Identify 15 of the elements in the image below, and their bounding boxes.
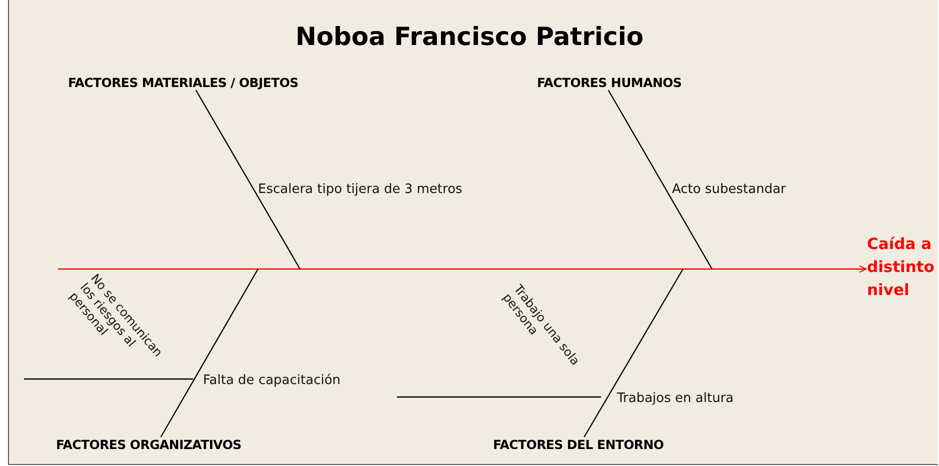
cause-label: Acto subestandar — [672, 182, 786, 197]
bone-line — [608, 90, 713, 270]
effect-label: Caída a distinto nivel — [867, 233, 937, 302]
bone-line — [160, 268, 259, 438]
category-label: FACTORES ORGANIZATIVOS — [56, 437, 270, 452]
diagram-title: Noboa Francisco Patricio — [294, 22, 645, 51]
cause-label: Escalera tipo tijera de 3 metros — [258, 182, 462, 197]
cause-label: Trabajos en altura — [617, 391, 734, 406]
category-label: FACTORES MATERIALES / OBJETOS — [68, 75, 340, 90]
bone-line — [584, 268, 684, 438]
arrow — [58, 265, 867, 273]
category-label: FACTORES DEL ENTORNO — [493, 437, 683, 452]
cause-label: Falta de capacitación — [203, 373, 341, 388]
category-label: FACTORES HUMANOS — [537, 75, 699, 90]
bone-line — [195, 90, 301, 270]
